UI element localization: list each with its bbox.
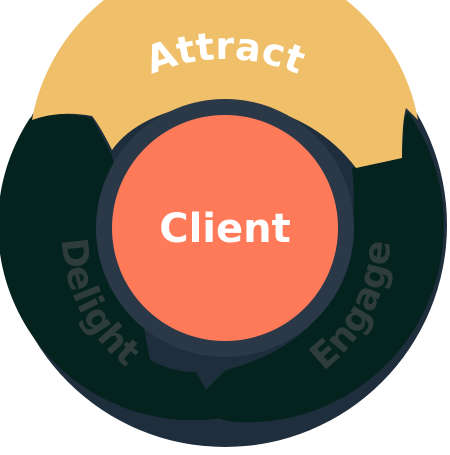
center-label: Client xyxy=(159,206,291,252)
center-circle xyxy=(112,115,338,341)
attract-segment xyxy=(32,0,418,168)
engage-segment xyxy=(198,112,444,423)
